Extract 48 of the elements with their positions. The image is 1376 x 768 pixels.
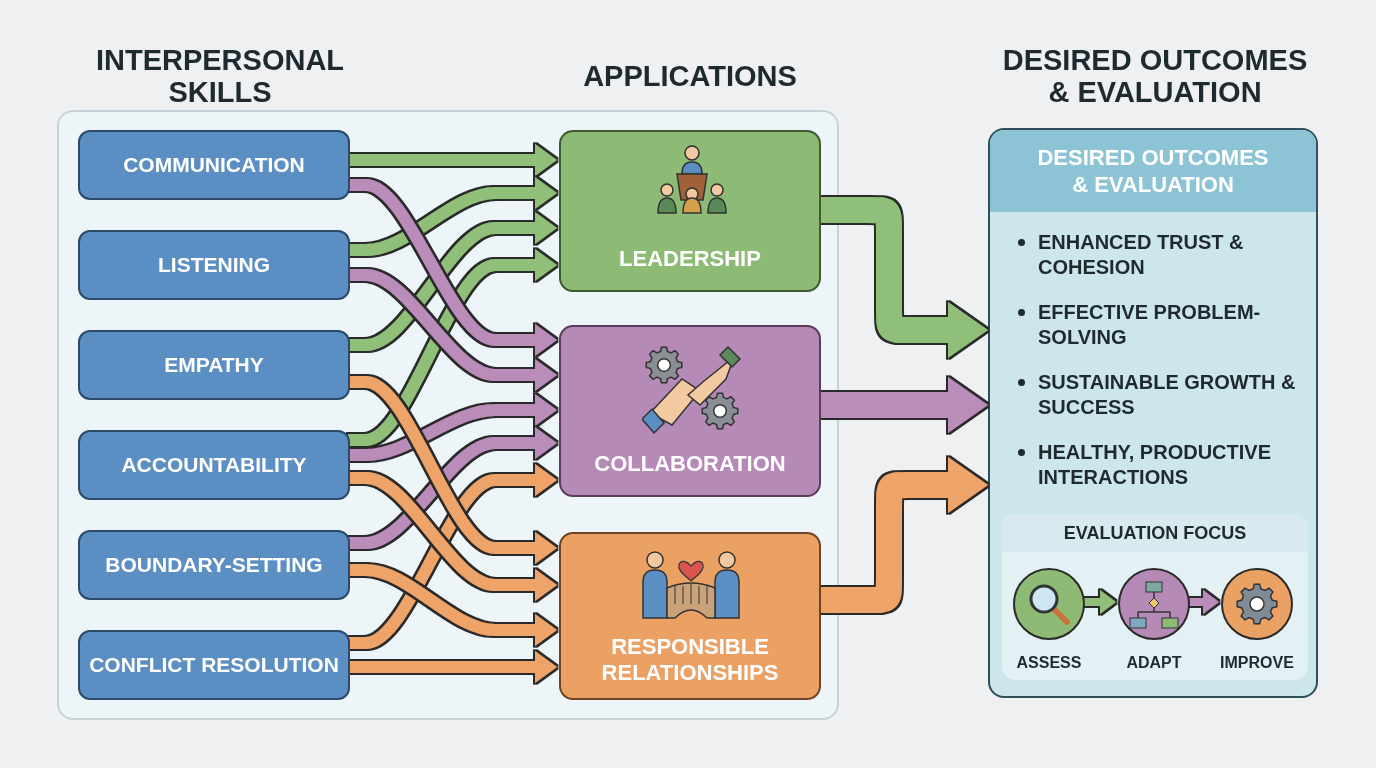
step-label: ADAPT: [1125, 654, 1183, 672]
panel-title: EVALUATION FOCUS: [1063, 522, 1247, 544]
skill-label: ACCOUNTABILITY: [120, 452, 308, 478]
arrow: [348, 464, 557, 649]
application-label: LEADERSHIP: [618, 246, 762, 272]
card-title: DESIRED OUTCOMES & EVALUATION: [1036, 144, 1270, 198]
column-heading: INTERPERSONAL SKILLS: [94, 44, 346, 108]
arrow: [348, 651, 557, 683]
arrow: [348, 472, 557, 601]
outcome-item: EFFECTIVE PROBLEM-SOLVING: [1038, 300, 1262, 350]
arrow: [819, 377, 988, 433]
arrow: [348, 179, 557, 356]
application-card: [559, 130, 821, 292]
skill-label: COMMUNICATION: [122, 152, 306, 178]
application-card: [559, 532, 821, 700]
evaluation-panel: [1002, 514, 1308, 680]
arrow: [1188, 590, 1219, 614]
skill-box: [78, 630, 350, 700]
arrow: [1083, 590, 1116, 614]
skill-label: EMPATHY: [163, 352, 265, 378]
application-label: COLLABORATION: [593, 451, 787, 477]
skill-box: [78, 430, 350, 500]
skill-label: LISTENING: [157, 252, 271, 278]
arrow: [348, 427, 557, 549]
arrow: [348, 269, 557, 391]
outcome-item: ENHANCED TRUST & COHESION: [1038, 230, 1245, 280]
skill-box: [78, 530, 350, 600]
outcome-item: SUSTAINABLE GROWTH & SUCCESS: [1038, 370, 1297, 420]
outcome-item: HEALTHY, PRODUCTIVE INTERACTIONS: [1038, 440, 1272, 490]
arrow: [348, 177, 557, 256]
step-label: ASSESS: [1015, 654, 1083, 672]
group-panel: [57, 110, 839, 720]
arrow: [348, 394, 557, 461]
skill-box: [78, 230, 350, 300]
skill-label: CONFLICT RESOLUTION: [88, 652, 340, 678]
column-heading: APPLICATIONS: [582, 60, 798, 92]
arrow: [348, 249, 557, 446]
skill-box: [78, 130, 350, 200]
application-label: RESPONSIBLE RELATIONSHIPS: [600, 634, 780, 686]
application-card: [559, 325, 821, 497]
column-heading: DESIRED OUTCOMES & EVALUATION: [1001, 44, 1309, 108]
skill-label: BOUNDARY-SETTING: [104, 552, 324, 578]
arrow: [348, 376, 557, 564]
arrow: [348, 144, 557, 176]
outcomes-card: [988, 128, 1318, 698]
skill-box: [78, 330, 350, 400]
step-label: IMPROVE: [1219, 654, 1295, 672]
arrow: [348, 564, 557, 646]
